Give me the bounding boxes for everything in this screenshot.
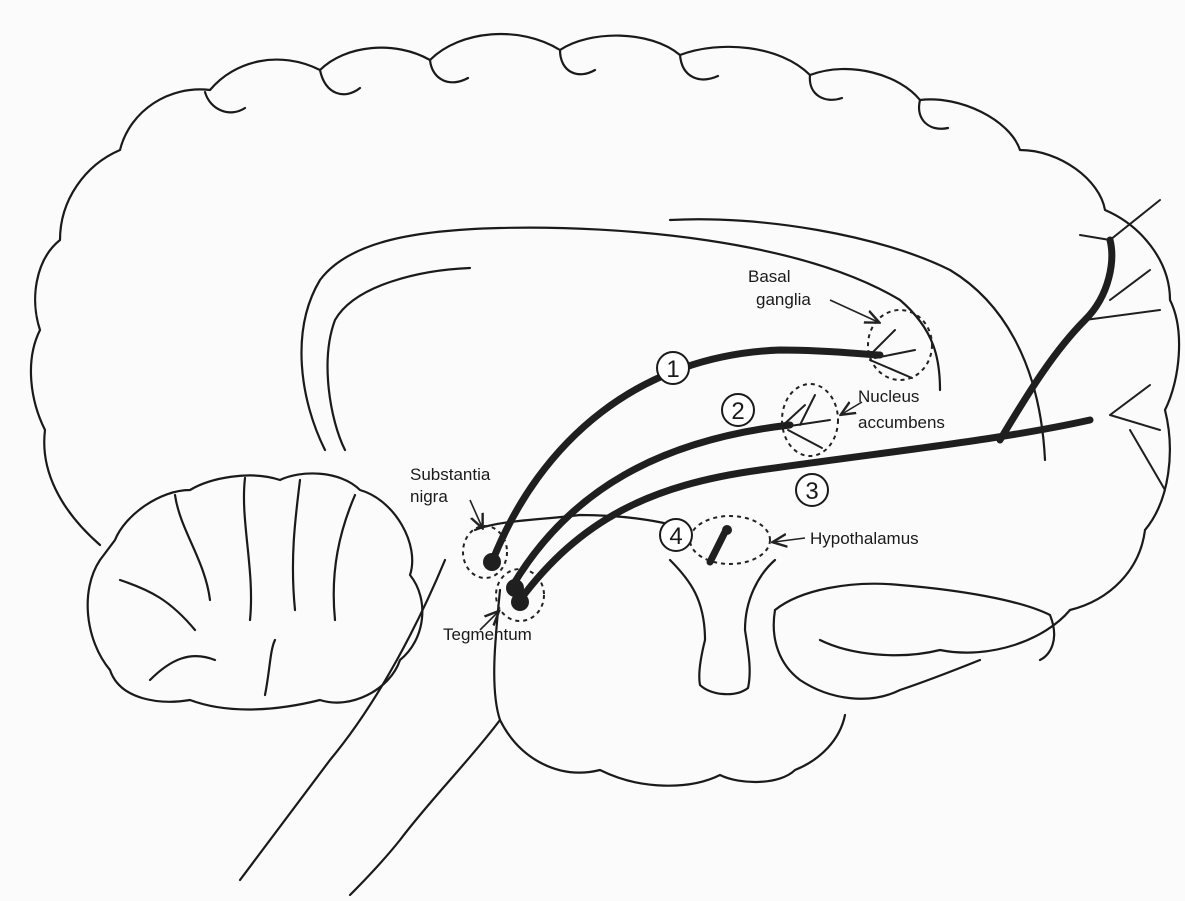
basal-ganglia-region <box>868 310 932 380</box>
gyri-top <box>205 50 948 129</box>
cerebellum-outline <box>88 473 423 709</box>
label-nucleus: Nucleus <box>858 387 919 406</box>
label-substantia: Substantia <box>410 465 491 484</box>
label-hypothalamus: Hypothalamus <box>810 529 919 548</box>
substantia-nigra-arrow <box>470 500 482 527</box>
pathway-4 <box>710 532 725 562</box>
temporal-lobe <box>774 584 1054 699</box>
hypothalamus-region <box>690 516 770 564</box>
substantia-nigra-region <box>463 526 507 578</box>
cerebellum-folia <box>120 478 355 695</box>
pathway-3-number: 3 <box>796 474 828 506</box>
corpus-callosum <box>301 228 940 450</box>
label-basal: Basal <box>748 267 791 286</box>
svg-text:2: 2 <box>731 398 744 425</box>
pathway-1-number: 1 <box>657 352 689 384</box>
brainstem <box>240 560 500 895</box>
label-ganglia: ganglia <box>756 290 811 309</box>
vta-nucleus-b <box>511 593 529 611</box>
cerebrum-outline <box>31 34 1179 655</box>
svg-text:3: 3 <box>805 478 818 505</box>
pathway-3-branches <box>1080 200 1165 490</box>
basal-ganglia-arrow <box>830 300 878 322</box>
svg-text:1: 1 <box>666 356 679 383</box>
pons-outline <box>500 715 845 786</box>
hypothalamus-nucleus <box>722 525 732 535</box>
pituitary-stalk <box>670 560 775 694</box>
label-accumbens: accumbens <box>858 413 945 432</box>
hypothalamus-arrow <box>774 538 805 542</box>
pathway-2-number: 2 <box>722 394 754 426</box>
label-nigra: nigra <box>410 487 448 506</box>
substantia-nigra-nucleus <box>483 553 501 571</box>
label-tegmentum: Tegmentum <box>443 625 532 644</box>
pathway-2-branches <box>780 395 830 448</box>
pathway-4-number: 4 <box>660 519 692 551</box>
svg-text:4: 4 <box>669 523 682 550</box>
